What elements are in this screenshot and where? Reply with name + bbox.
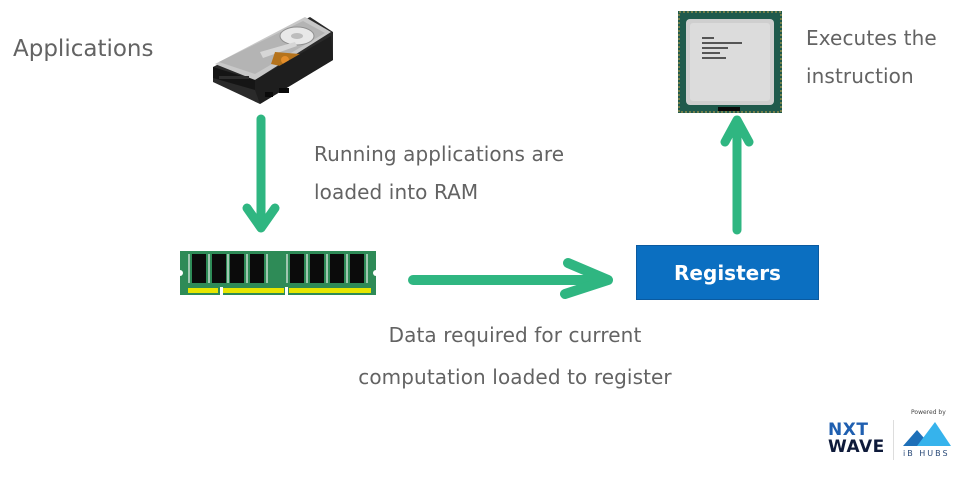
ibhubs-text: iB HUBS bbox=[903, 449, 950, 458]
arrow-down-icon bbox=[242, 114, 280, 233]
step1-caption-line2: loaded into RAM bbox=[314, 180, 479, 204]
step3-caption-line1: Executes the bbox=[806, 26, 937, 50]
nxtwave-logo-line2: WAVE bbox=[828, 437, 885, 457]
ibhubs-mountain-icon bbox=[903, 422, 951, 446]
registers-box: Registers bbox=[636, 245, 819, 300]
arrow-up-icon bbox=[720, 115, 754, 235]
step3-caption-line2: instruction bbox=[806, 64, 914, 88]
hard-drive-image bbox=[213, 17, 333, 104]
nxtwave-logo-line1: NXT bbox=[828, 420, 869, 440]
cpu-image bbox=[678, 11, 782, 113]
powered-by-text: Powered by bbox=[911, 409, 946, 416]
step3-caption: Executes the instruction bbox=[806, 19, 937, 95]
nxtwave-logo: NXT WAVE bbox=[828, 422, 885, 456]
arrow-right-icon bbox=[408, 258, 613, 299]
step2-caption: Data required for current computation lo… bbox=[340, 316, 690, 396]
applications-label: Applications bbox=[13, 36, 154, 62]
step1-caption-line1: Running applications are bbox=[314, 142, 565, 166]
registers-label: Registers bbox=[674, 260, 781, 285]
logo-divider bbox=[893, 420, 894, 460]
step2-caption-line1: Data required for current bbox=[388, 323, 642, 347]
step2-caption-line2: computation loaded to register bbox=[358, 365, 672, 389]
ram-module-image bbox=[180, 251, 376, 295]
step1-caption: Running applications are loaded into RAM bbox=[314, 135, 564, 211]
